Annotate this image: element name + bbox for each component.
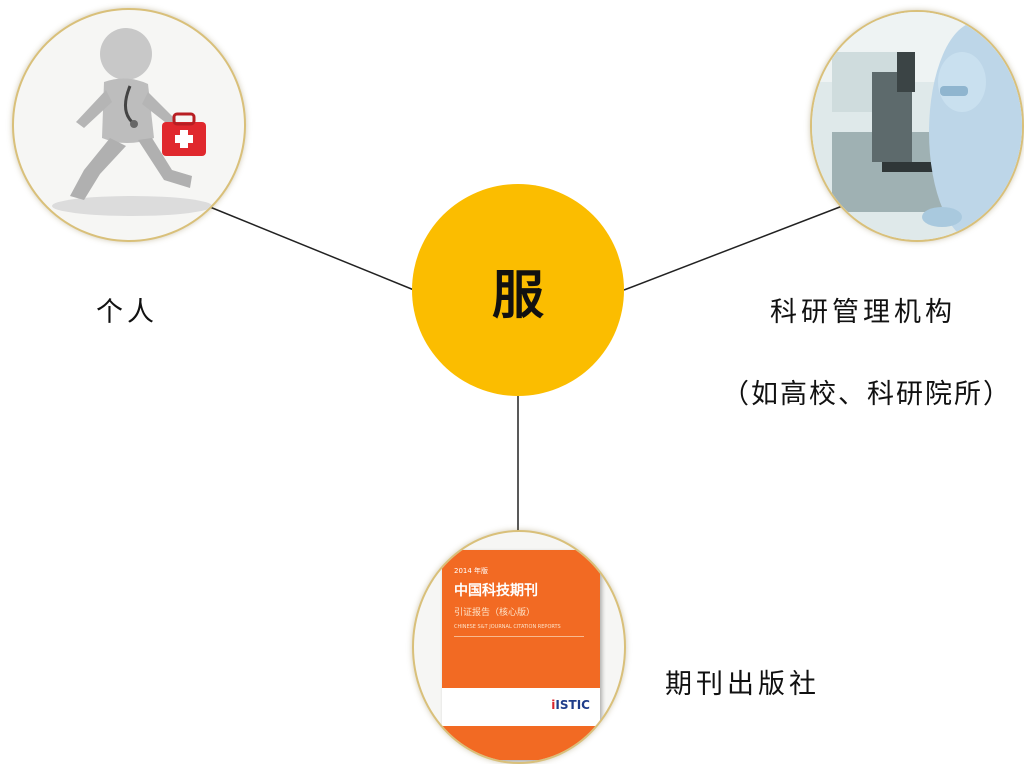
- book-white-band: [442, 688, 600, 726]
- running-doctor-icon: [52, 28, 212, 216]
- center-label: 服: [491, 264, 544, 326]
- book-subtitle: 引证报告（核心版）: [454, 608, 536, 618]
- research-label-line2: （如高校、科研院所）: [722, 379, 1012, 410]
- research-image: [810, 10, 1024, 242]
- book-title: 中国科技期刊: [454, 583, 538, 599]
- individual-image: [12, 8, 246, 242]
- istic-logo: iISTIC: [551, 698, 590, 712]
- line-to-individual: [204, 204, 415, 291]
- publisher-image: 2014 年版 中国科技期刊 引证报告（核心版） CHINESE S&T JOU…: [412, 530, 626, 764]
- line-to-research: [623, 204, 846, 291]
- lab-microscope-icon: [812, 12, 1022, 240]
- research-label-line1: 科研管理机构: [770, 297, 956, 328]
- individual-label: 个人: [96, 297, 158, 328]
- book-english-title: CHINESE S&T JOURNAL CITATION REPORTS: [454, 624, 561, 630]
- center-node: 服: [412, 184, 624, 396]
- connector-lines: [204, 204, 846, 534]
- book-year: 2014 年版: [454, 567, 489, 575]
- journal-report-cover-icon: 2014 年版 中国科技期刊 引证报告（核心版） CHINESE S&T JOU…: [442, 550, 600, 760]
- book-rule: [454, 636, 584, 637]
- publisher-label: 期刊出版社: [665, 669, 820, 700]
